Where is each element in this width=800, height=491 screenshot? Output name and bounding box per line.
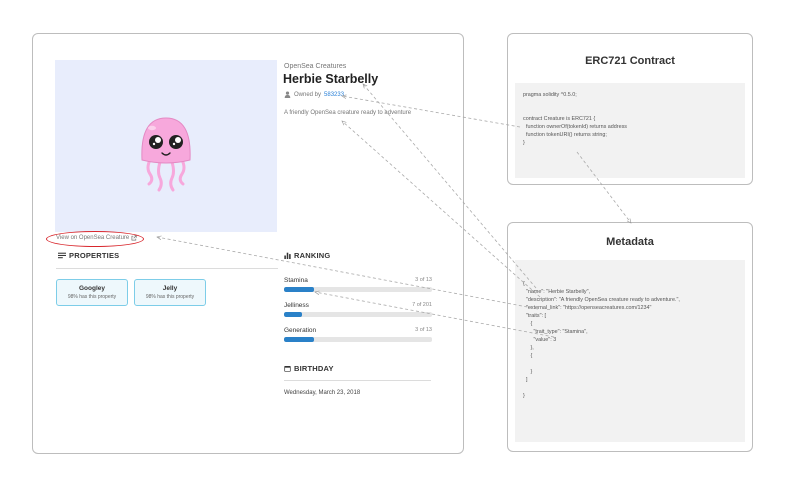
calendar-icon bbox=[284, 366, 291, 372]
ranking-bar-track bbox=[284, 337, 432, 342]
ranking-item: Stamina 3 of 13 bbox=[284, 277, 432, 292]
ranking-bar-track bbox=[284, 312, 432, 317]
creature-image[interactable] bbox=[55, 60, 277, 232]
ranking-item: Jelliness 7 of 201 bbox=[284, 302, 432, 317]
metadata-title: Metadata bbox=[606, 236, 654, 248]
item-description: A friendly OpenSea creature ready to adv… bbox=[284, 110, 412, 116]
arrow-contract-to-metadata bbox=[576, 151, 631, 223]
property-rarity: 98% has this property bbox=[67, 294, 117, 300]
ranking-heading-label: RANKING bbox=[294, 251, 331, 260]
metadata-panel: Metadata { "name": "Herbie Starbelly", "… bbox=[507, 222, 753, 452]
metadata-code: { "name": "Herbie Starbelly", "descripti… bbox=[515, 260, 745, 442]
contract-code: pragma solidity ^0.5.0; contract Creatur… bbox=[515, 83, 745, 178]
ranking-item: Generation 3 of 13 bbox=[284, 327, 432, 342]
properties-heading-label: PROPERTIES bbox=[69, 251, 120, 260]
birthday-heading: BIRTHDAY bbox=[284, 364, 334, 373]
divider bbox=[56, 268, 278, 269]
ranking-count: 7 of 201 bbox=[412, 302, 432, 308]
item-page-panel: OpenSea Creatures Herbie Starbelly Owned… bbox=[32, 33, 464, 454]
ranking-bar-track bbox=[284, 287, 432, 292]
person-icon bbox=[284, 91, 291, 98]
ranking-bar-fill bbox=[284, 337, 314, 342]
highlight-ellipse bbox=[46, 231, 144, 247]
properties-heading: PROPERTIES bbox=[58, 251, 119, 260]
ranking-bar-fill bbox=[284, 312, 302, 317]
property-card[interactable]: Googley 98% has this property bbox=[56, 279, 128, 306]
arrow-name-to-title bbox=[363, 84, 537, 289]
divider bbox=[284, 380, 431, 381]
arrow-stamina-to-ranking bbox=[315, 292, 555, 338]
jellyfish-illustration bbox=[141, 117, 191, 192]
property-rarity: 98% has this property bbox=[145, 294, 195, 300]
birthday-date: Wednesday, March 23, 2018 bbox=[284, 390, 361, 396]
ranking-name: Stamina bbox=[284, 277, 308, 284]
ranking-count: 3 of 13 bbox=[415, 277, 432, 283]
collection-name[interactable]: OpenSea Creatures bbox=[284, 63, 347, 70]
owner-row: Owned by 583233 bbox=[284, 91, 344, 98]
ranking-name: Jelliness bbox=[284, 302, 309, 309]
item-title: Herbie Starbelly bbox=[283, 72, 379, 86]
owned-by-label: Owned by bbox=[294, 91, 322, 98]
bar-chart-icon bbox=[284, 252, 291, 259]
owner-link[interactable]: 583233 bbox=[324, 91, 345, 98]
ranking-heading: RANKING bbox=[284, 251, 330, 260]
property-value: Jelly bbox=[162, 285, 178, 292]
contract-title: ERC721 Contract bbox=[585, 55, 675, 67]
arrow-description-to-desc bbox=[342, 121, 541, 298]
ranking-count: 3 of 13 bbox=[415, 327, 432, 333]
arrow-external-link-to-view bbox=[157, 237, 539, 310]
ranking-name: Generation bbox=[284, 327, 317, 334]
list-icon bbox=[58, 252, 66, 259]
contract-panel: ERC721 Contract pragma solidity ^0.5.0; … bbox=[507, 33, 753, 185]
ranking-bar-fill bbox=[284, 287, 314, 292]
birthday-heading-label: BIRTHDAY bbox=[294, 364, 334, 373]
property-card[interactable]: Jelly 98% has this property bbox=[134, 279, 206, 306]
property-value: Googley bbox=[78, 285, 105, 292]
arrow-contract-to-owner bbox=[342, 96, 521, 128]
